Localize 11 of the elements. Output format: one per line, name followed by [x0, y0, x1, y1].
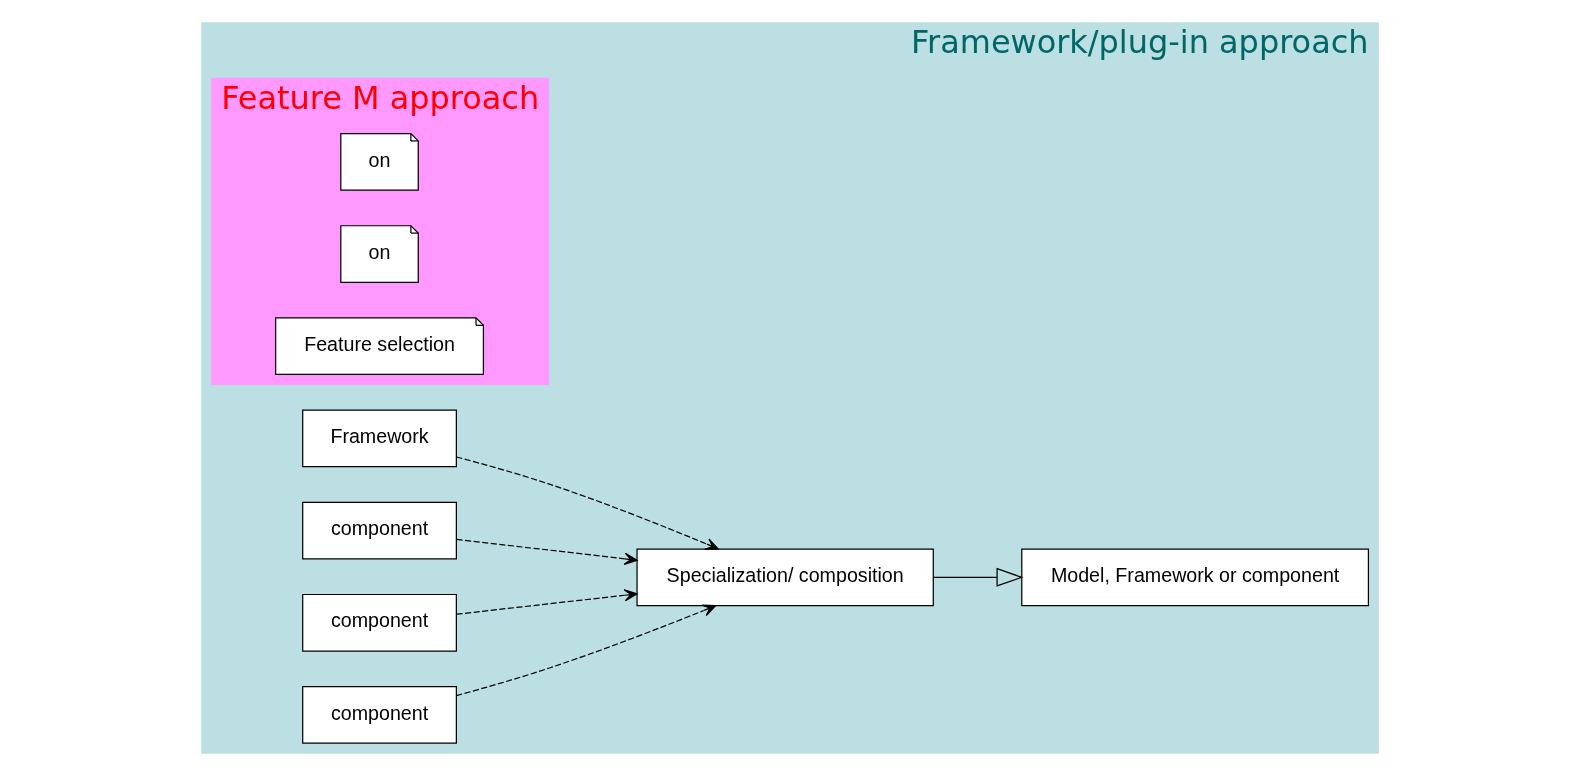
- arrow: [455, 589, 638, 615]
- node-box: Specialization/ composition: [635, 548, 934, 607]
- node-box: Model, Framework or component: [1020, 548, 1369, 607]
- arrow: [455, 604, 716, 697]
- arrow: [455, 538, 638, 565]
- arrow: [932, 567, 1024, 587]
- node-box: Framework: [301, 409, 457, 468]
- node-box: component: [301, 686, 457, 744]
- arrow: [455, 456, 719, 550]
- node-box: component: [301, 501, 457, 560]
- node-box: component: [301, 593, 457, 652]
